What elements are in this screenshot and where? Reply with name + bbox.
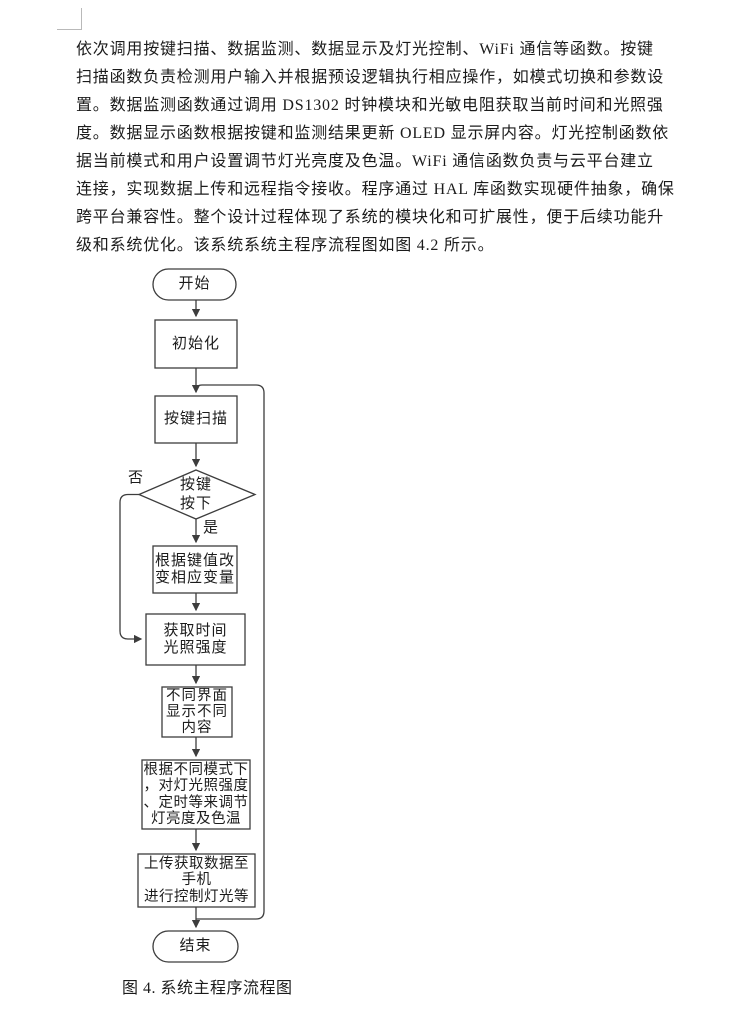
paragraph-line: 连接，实现数据上传和远程指令接收。程序通过 HAL 库函数实现硬件抽象，确保 bbox=[76, 181, 675, 198]
flow-node-upload: 上传获取数据至 手机 进行控制灯光等 bbox=[144, 855, 249, 905]
paragraph-line: 级和系统优化。该系统系统主程序流程图如图 4.2 所示。 bbox=[76, 237, 495, 254]
flow-node-key-scan: 按键扫描 bbox=[163, 411, 228, 427]
edge-label-yes: 是 bbox=[203, 520, 219, 536]
paragraph-line: 依次调用按键扫描、数据监测、数据显示及灯光控制、WiFi 通信等函数。按键 bbox=[76, 41, 654, 58]
edge-label-no: 否 bbox=[128, 470, 144, 486]
paragraph-line: 度。数据显示函数根据按键和监测结果更新 OLED 显示屏内容。灯光控制函数依 bbox=[76, 125, 670, 142]
flow-node-decision: 按键 按下 bbox=[179, 476, 212, 512]
end-terminator-shape bbox=[152, 930, 239, 963]
flow-node-start: 开始 bbox=[178, 276, 211, 292]
page-corner-mark bbox=[57, 8, 82, 30]
flow-node-key-change: 根据键值改 变相应变量 bbox=[154, 552, 235, 586]
flow-node-adjust: 根据不同模式下 ，对灯光照强度 、定时等来调节 灯亮度及色温 bbox=[143, 761, 249, 828]
flow-node-get-time: 获取时间 光照强度 bbox=[163, 622, 228, 656]
paragraph-line: 扫描函数负责检测用户输入并根据预设逻辑执行相应操作，如模式切换和参数设 bbox=[76, 69, 665, 86]
connector-loop-back bbox=[195, 384, 265, 920]
figure-caption: 图 4. 系统主程序流程图 bbox=[122, 980, 293, 997]
display-process-shape bbox=[161, 686, 233, 738]
flow-node-end: 结束 bbox=[179, 938, 212, 954]
flow-node-display: 不同界面 显示不同 内容 bbox=[166, 688, 228, 736]
paragraph-line: 跨平台兼容性。整个设计过程体现了系统的模块化和可扩展性，便于后续功能升 bbox=[76, 209, 665, 226]
paragraph-line: 据当前模式和用户设置调节灯光亮度及色温。WiFi 通信函数负责与云平台建立 bbox=[76, 153, 654, 170]
paragraph-line: 置。数据监测函数通过调用 DS1302 时钟模块和光敏电阻获取当前时间和光照强 bbox=[76, 97, 664, 114]
start-terminator-shape bbox=[152, 268, 237, 301]
connector-no-branch bbox=[119, 493, 143, 644]
flow-node-init: 初始化 bbox=[171, 335, 220, 352]
key-change-process-shape bbox=[152, 545, 238, 594]
body-paragraph: 依次调用按键扫描、数据监测、数据显示及灯光控制、WiFi 通信等函数。按键 扫描… bbox=[76, 36, 676, 260]
